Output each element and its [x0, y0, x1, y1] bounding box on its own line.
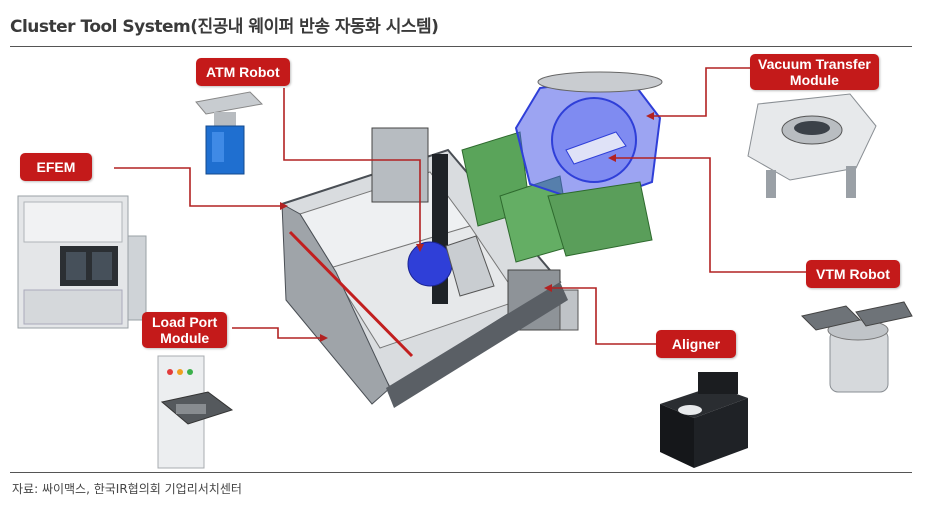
aligner-label-text: Aligner: [671, 336, 721, 352]
efem-label: EFEM: [20, 153, 92, 181]
vacuum-transfer-module-picture: [747, 93, 877, 198]
efem-connector: [114, 167, 282, 207]
efem-label-text: EFEM: [36, 159, 76, 175]
load-port-label-line2: Module: [160, 330, 210, 346]
atm-robot-label: ATM Robot: [196, 58, 290, 86]
vtm-robot-connector: [614, 157, 808, 273]
aligner-picture: [660, 372, 748, 468]
aligner-connector: [550, 287, 656, 345]
atm-robot-connector: [283, 88, 421, 246]
aligner-label: Aligner: [656, 330, 736, 358]
vacuum-transfer-chamber: [514, 71, 663, 257]
load-port-connector: [232, 327, 322, 339]
vacuum-transfer-label-line1: Vacuum Transfer: [758, 56, 871, 72]
load-port-module-label: Load Port Module: [142, 312, 228, 348]
source-note: 자료: 싸이맥스, 한국IR협의회 기업리서치센터: [12, 482, 242, 496]
vacuum-transfer-connector: [652, 67, 752, 117]
page-title: Cluster Tool System(진공내 웨이퍼 반송 자동화 시스템): [10, 17, 439, 37]
vacuum-transfer-label-line2: Module: [789, 72, 839, 88]
vtm-robot-label: VTM Robot: [806, 260, 900, 288]
footer-divider: [10, 472, 912, 473]
title-divider: [10, 46, 912, 47]
vtm-robot-label-text: VTM Robot: [816, 266, 890, 282]
atm-robot-label-text: ATM Robot: [206, 64, 280, 80]
load-port-label-line1: Load Port: [152, 314, 218, 330]
connector-arrowheads: [280, 112, 654, 342]
load-port-picture: [157, 355, 234, 469]
efem-picture: [17, 195, 147, 329]
vtm-robot-picture: [801, 301, 913, 393]
connector-lines: [114, 67, 808, 345]
vacuum-transfer-module-label: Vacuum Transfer Module: [750, 54, 879, 90]
cluster-tool-body: [280, 127, 579, 408]
atm-robot-picture: [195, 91, 264, 175]
